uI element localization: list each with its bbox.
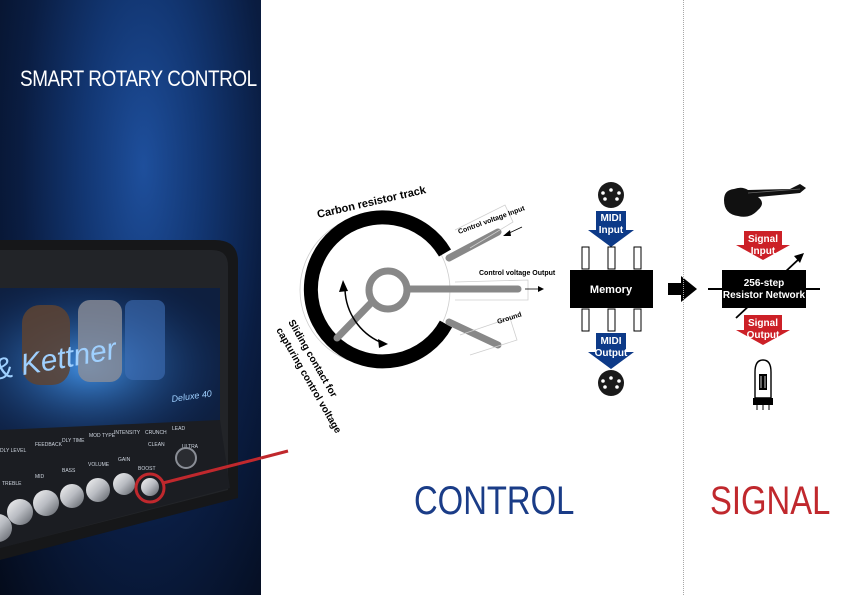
control-heading: CONTROL (414, 479, 574, 524)
midi-input-label-1: MIDI (600, 213, 621, 224)
terminal-ground (449, 322, 498, 345)
midi-input-label-2: Input (599, 225, 624, 236)
signal-heading: SIGNAL (710, 479, 830, 524)
midi-output-label-1: MIDI (600, 336, 621, 347)
midi-din-connector-top (598, 182, 624, 208)
section-divider (683, 0, 684, 595)
label-cv-input: Control voltage Input (457, 205, 526, 236)
midi-din-connector-bottom (598, 370, 624, 396)
signal-input-label-2: Input (751, 246, 776, 257)
wiper-hub (369, 271, 407, 309)
vacuum-tube-icon (753, 360, 773, 410)
signal-output-label-1: Signal (748, 318, 778, 329)
label-cv-output: Control voltage Output (479, 270, 556, 277)
memory-label: Memory (590, 284, 633, 296)
signal-output-label-2: Output (747, 330, 780, 341)
callout-line (261, 451, 288, 458)
resistor-network-label-2: Resistor Network (723, 290, 806, 301)
label-ground: Ground (496, 311, 522, 325)
resistor-network-chip (722, 270, 806, 308)
guitar-icon (724, 184, 806, 217)
resistor-network-label-1: 256-step (744, 278, 785, 289)
potentiometer-diagram: Carbon resistor track Control voltage In… (273, 184, 555, 436)
midi-memory-diagram: MIDI Input Memory MIDI Output (570, 182, 653, 396)
midi-output-label-2: Output (595, 348, 628, 359)
signal-input-label-1: Signal (748, 234, 778, 245)
signal-diagram: Signal Input 256-step Resistor Network S… (708, 184, 820, 410)
